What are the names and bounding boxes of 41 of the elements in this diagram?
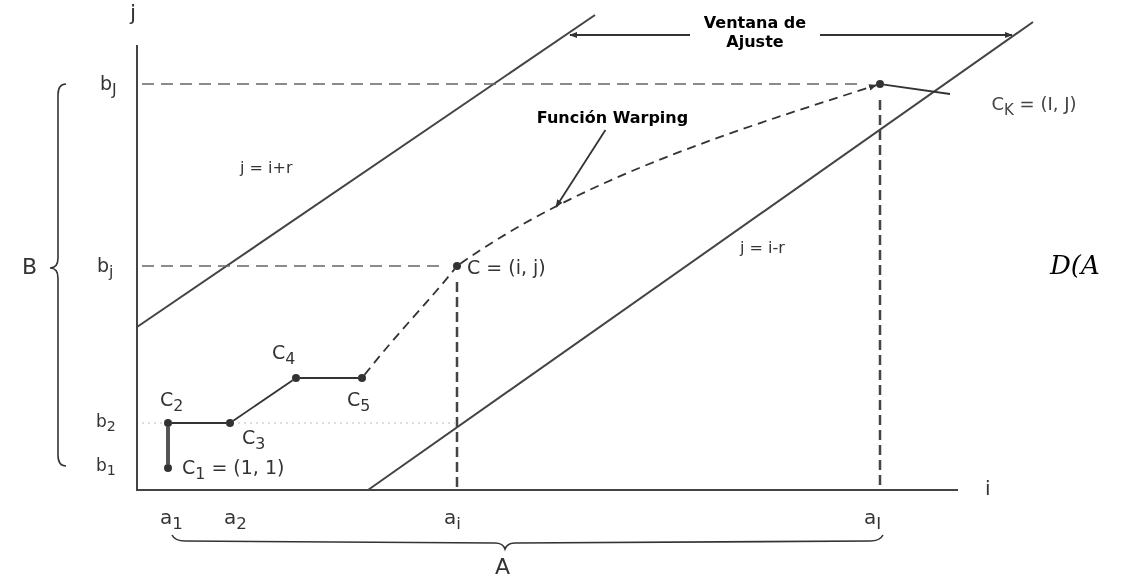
path-segment	[363, 268, 456, 376]
path-segment	[299, 377, 359, 379]
axis-label: j	[130, 2, 137, 24]
pointer-arrow	[569, 31, 691, 39]
equation-label: j = i+r	[240, 160, 293, 176]
callout-text: Ventana de Ajuste	[690, 13, 820, 57]
path-point	[358, 374, 366, 382]
point-label: C$_{3}$	[242, 428, 266, 452]
tick-label: a$_{1}$	[160, 507, 183, 533]
tick-label: a$_{I}$	[864, 507, 882, 533]
point-label: C$_{4}$	[272, 343, 296, 367]
axis-label: i	[985, 478, 991, 498]
tick-label: a$_{i}$	[444, 507, 461, 533]
math-label: D(A	[1050, 252, 1100, 278]
path-point	[453, 262, 461, 270]
point-label: C$_{2}$	[160, 390, 184, 414]
path-point	[226, 419, 234, 427]
point-label: C$_{5}$	[347, 390, 371, 414]
tick-label: b$_{1}$	[96, 457, 116, 478]
brace-label: A	[495, 556, 511, 578]
tick-label: b$_{2}$	[96, 413, 116, 434]
path-point	[164, 419, 172, 427]
path-point	[876, 80, 884, 88]
point-label: C = (i, j)	[467, 258, 546, 277]
pointer-arrow	[555, 129, 607, 208]
tick-label: b$_{J}$	[100, 74, 117, 98]
pointer-arrow	[819, 31, 1013, 39]
point-label: C$_{1}$ = (1, 1)	[182, 458, 285, 482]
tick-label: b$_{j}$	[97, 256, 114, 280]
path-point	[164, 464, 172, 472]
path-segment	[232, 379, 294, 422]
path-segment	[171, 422, 227, 424]
brace-label: B	[22, 256, 38, 278]
path-point	[292, 374, 300, 382]
tick-label: a$_{2}$	[224, 507, 247, 533]
path-segment	[166, 427, 170, 464]
equation-label: j = i-r	[740, 240, 785, 256]
point-label: C$_{K}$ = (I, J)	[950, 93, 1118, 119]
path-arrow	[459, 84, 878, 265]
callout-text: Función Warping	[525, 108, 700, 130]
leader-line	[883, 83, 951, 95]
